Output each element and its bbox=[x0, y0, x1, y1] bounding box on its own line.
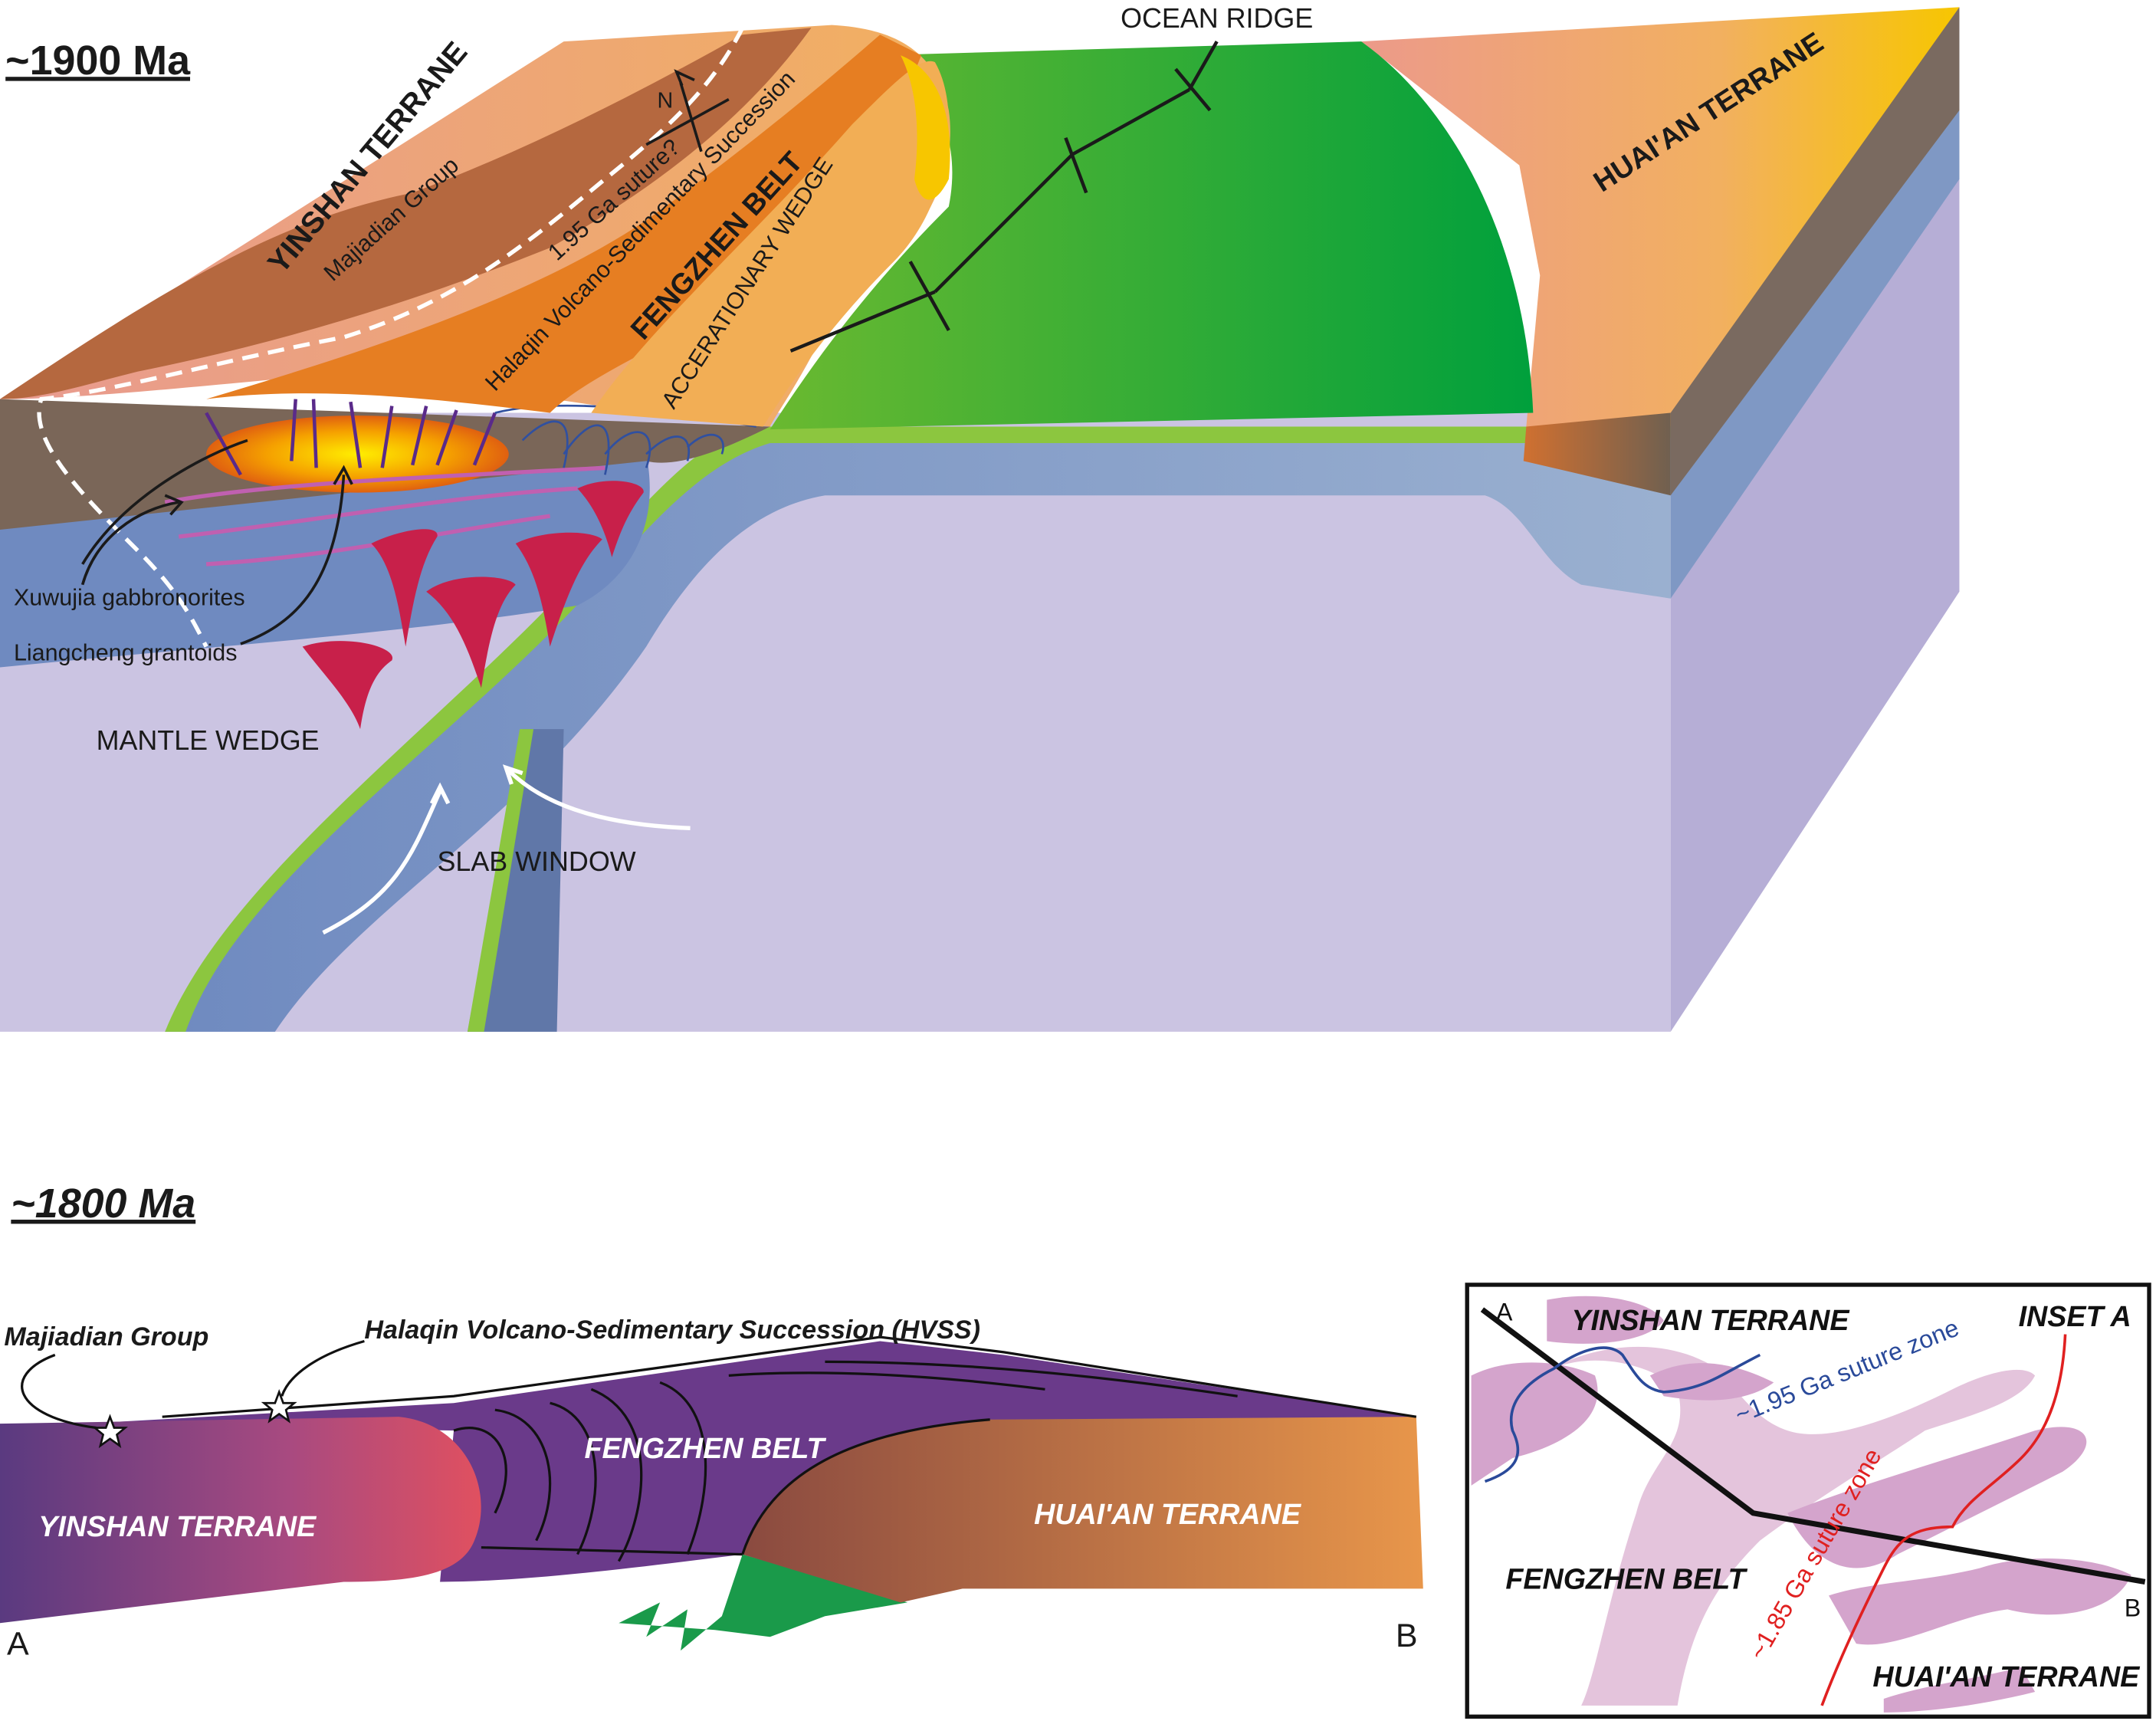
right-face-slab-layer bbox=[1670, 110, 1960, 599]
slab-window-green-edge bbox=[467, 729, 534, 1032]
label-slab-window: SLAB WINDOW bbox=[437, 846, 635, 877]
inset-map: A B INSET A YINSHAN TERRANE FENGZHEN BEL… bbox=[1465, 1283, 2151, 1719]
dykes bbox=[205, 399, 497, 476]
label-mantle-wedge: MANTLE WEDGE bbox=[97, 725, 320, 756]
suture-dashed-line bbox=[37, 27, 745, 648]
inset-title: INSET A bbox=[2019, 1300, 2131, 1332]
huaian-terrane-section bbox=[742, 1417, 1423, 1603]
section-end-b: B bbox=[1396, 1618, 1418, 1654]
magmatic-plutons bbox=[302, 481, 644, 730]
huaian-terrane-surface bbox=[1361, 7, 1960, 427]
label-yinshan-terrane-bottom: YINSHAN TERRANE bbox=[38, 1510, 317, 1542]
fengzhen-belt-section bbox=[82, 1341, 1416, 1582]
inset-fengzhen-belt: FENGZHEN BELT bbox=[1505, 1562, 1747, 1595]
block-diagram-1900ma: N ~1900 Ma OCEAN RIDGE YINSHAN TERRANE M… bbox=[0, 3, 1960, 1032]
majiadian-group-belt bbox=[0, 28, 812, 399]
age-label-1800: ~1800 Ma bbox=[11, 1181, 195, 1227]
yellow-belt bbox=[901, 55, 950, 200]
section-end-a: A bbox=[7, 1626, 29, 1663]
yinshan-terrane-section bbox=[0, 1417, 481, 1624]
label-majiadian-group-bottom: Majiadian Group bbox=[4, 1322, 208, 1352]
inset-point-a: A bbox=[1496, 1299, 1513, 1326]
star-icon-majiadian bbox=[92, 1414, 128, 1449]
label-huaian-terrane-bottom: HUAI'AN TERRANE bbox=[1034, 1498, 1302, 1530]
label-hvss: Halaqin Volcano-Sedimentary Succession (… bbox=[364, 1315, 980, 1345]
huaian-terrane-front bbox=[1523, 412, 1671, 496]
slab-window-arrows bbox=[322, 764, 691, 935]
location-stars bbox=[92, 1389, 297, 1449]
section-line-a-b bbox=[1480, 1307, 2146, 1585]
cross-section-1800ma: ~1800 Ma Majiadian Group Halaqin Volcano… bbox=[0, 1181, 1423, 1663]
huaian-side-upper bbox=[1670, 7, 1960, 496]
ocean-ridge-symbol bbox=[789, 41, 1219, 353]
inset-point-b: B bbox=[2125, 1594, 2141, 1621]
star-icon-hvss bbox=[261, 1389, 297, 1424]
label-fengzhen-belt-bottom: FENGZHEN BELT bbox=[584, 1432, 826, 1464]
age-label-1900: ~1900 Ma bbox=[5, 38, 191, 84]
inset-yinshan-terrane: YINSHAN TERRANE bbox=[1572, 1304, 1851, 1336]
label-liangcheng: Liangcheng grantoids bbox=[14, 639, 238, 665]
accretionary-wedge-belt bbox=[591, 61, 949, 427]
label-ocean-ridge: OCEAN RIDGE bbox=[1121, 3, 1313, 34]
thrust-faults bbox=[162, 1335, 1417, 1562]
label-xuwujia: Xuwujia gabbronorites bbox=[14, 585, 245, 611]
north-arrow-label: N bbox=[658, 88, 674, 113]
annotation-arrows bbox=[80, 438, 353, 645]
green-roots bbox=[619, 1554, 908, 1651]
callout-arrows bbox=[21, 1339, 365, 1430]
suture-195-line bbox=[1484, 1346, 1761, 1483]
ocean-surface bbox=[770, 41, 1534, 430]
oceanic-lithosphere bbox=[165, 426, 1671, 1032]
inset-huaian-terrane: HUAI'AN TERRANE bbox=[1872, 1660, 2141, 1693]
suture-185-line bbox=[1820, 1334, 2067, 1706]
north-arrow-icon: N bbox=[645, 69, 730, 153]
